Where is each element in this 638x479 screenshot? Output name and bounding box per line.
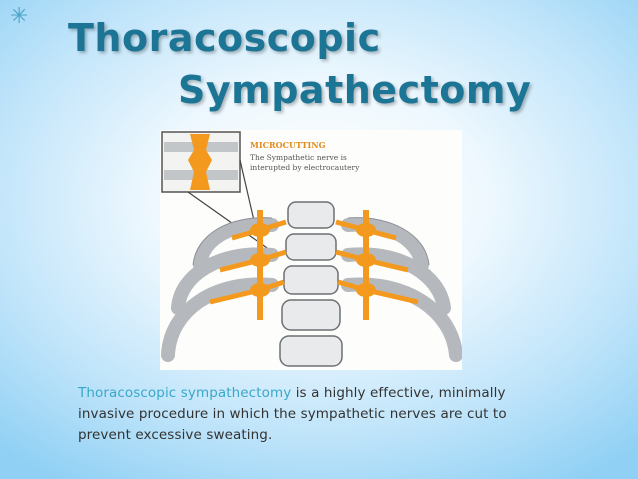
caption-body-text: is a highly effective, minimally invasiv…	[78, 385, 507, 443]
slide-caption: Thoracoscopic sympathectomy is a highly …	[78, 383, 558, 446]
slide-title-line2: Sympathectomy	[178, 68, 532, 112]
figure-label-title: MICROCUTTING	[250, 140, 326, 150]
spine-vertebrae	[279, 201, 343, 367]
asterisk-star-icon: ✳	[10, 4, 29, 29]
figure-label-line1: The Sympathetic nerve is	[250, 153, 347, 162]
microcutting-inset	[161, 131, 241, 193]
slide-title-line1: Thoracoscopic	[68, 16, 381, 60]
sympathetic-nerve-chains	[209, 210, 419, 320]
sympathectomy-illustration: MICROCUTTING The Sympathetic nerve is in…	[160, 130, 462, 370]
sympathectomy-link[interactable]: Thoracoscopic sympathectomy	[78, 385, 296, 401]
figure-label-line2: interupted by electrocautery	[250, 163, 360, 172]
